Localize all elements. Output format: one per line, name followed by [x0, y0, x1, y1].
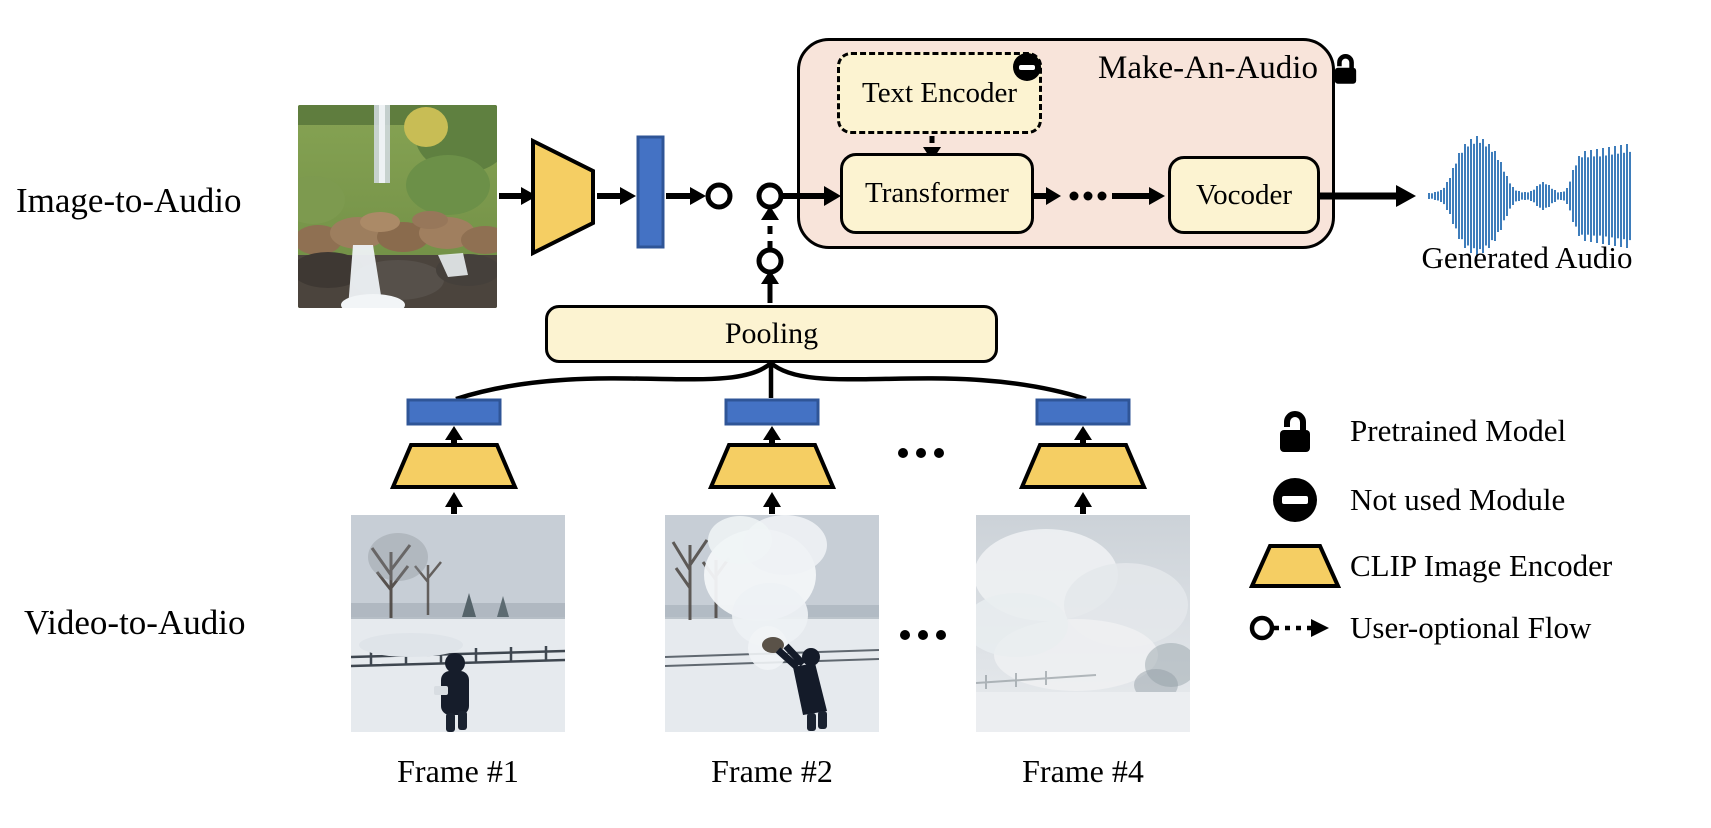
legend-label-pretrained: Pretrained Model: [1350, 413, 1567, 448]
clip-image-encoder-trapezoid: [531, 137, 595, 257]
lock-icon: [1334, 54, 1357, 84]
frame-2-label: Frame #2: [711, 753, 833, 789]
frame-1-image: [351, 515, 565, 732]
image-embedding-bar: [636, 135, 665, 249]
generated-audio-waveform: [1428, 136, 1631, 256]
pooling-fanout-curves: [455, 361, 1087, 402]
frame-embedding-bars: [406, 398, 1131, 426]
encoder-to-embedding-arrow: [597, 187, 636, 205]
legend-item-clip-encoder: CLIP Image Encoder: [1240, 543, 1612, 589]
not-used-icon: [1013, 53, 1041, 81]
legend-label-clip-encoder: CLIP Image Encoder: [1350, 548, 1613, 583]
frame-1-label: Frame #1: [397, 753, 519, 789]
pooling-to-node-arrow: [761, 270, 779, 303]
input-flow-node: [756, 182, 784, 210]
image-flow-node: [705, 182, 733, 210]
frame-to-encoder-arrows: [445, 492, 1092, 514]
text-encoder-label: Text Encoder: [862, 76, 1017, 109]
optional-flow-dashed-arrow: [761, 206, 779, 249]
legend-item-not-used: Not used Module: [1240, 477, 1565, 523]
video-flow-node: [756, 247, 784, 275]
transformer-label: Transformer: [865, 177, 1009, 209]
embedding-to-node-arrow: [666, 187, 706, 205]
video-to-audio-label: Video-to-Audio: [24, 603, 246, 642]
vocoder-label: Vocoder: [1195, 178, 1293, 211]
make-an-audio-title-text: Make-An-Audio: [1098, 50, 1318, 86]
frame-4-label: Frame #4: [1022, 753, 1144, 789]
legend-item-user-optional: User-optional Flow: [1240, 610, 1591, 646]
legend-label-not-used: Not used Module: [1350, 482, 1566, 517]
waterfall-image: [298, 105, 497, 308]
transformer-box: Transformer: [840, 153, 1034, 234]
image-to-encoder-arrow: [499, 187, 537, 205]
encoder-to-bar-arrows: [445, 426, 1092, 445]
clip-image-encoder-icon: [1249, 544, 1341, 588]
pooling-label: Pooling: [724, 317, 819, 350]
user-optional-flow-icon: [1249, 615, 1329, 641]
legend-item-pretrained: Pretrained Model: [1240, 408, 1566, 454]
image-to-audio-label: Image-to-Audio: [16, 181, 242, 220]
generated-audio-label: Generated Audio: [1421, 240, 1633, 275]
frame-2-image: [665, 515, 879, 732]
vocoder-box: Vocoder: [1168, 156, 1320, 234]
legend-label-user-optional: User-optional Flow: [1350, 610, 1592, 645]
pooling-box: Pooling: [545, 305, 998, 363]
branch-ellipsis-dots: [898, 448, 946, 640]
frame-clip-encoder-trapezoids: [389, 443, 1148, 489]
make-an-audio-title: Make-An-Audio: [1098, 50, 1359, 87]
lock-icon: [1280, 411, 1310, 452]
not-used-icon: [1273, 478, 1317, 522]
text-encoder-box: Text Encoder: [837, 52, 1042, 134]
frame-4-image: [976, 515, 1190, 732]
